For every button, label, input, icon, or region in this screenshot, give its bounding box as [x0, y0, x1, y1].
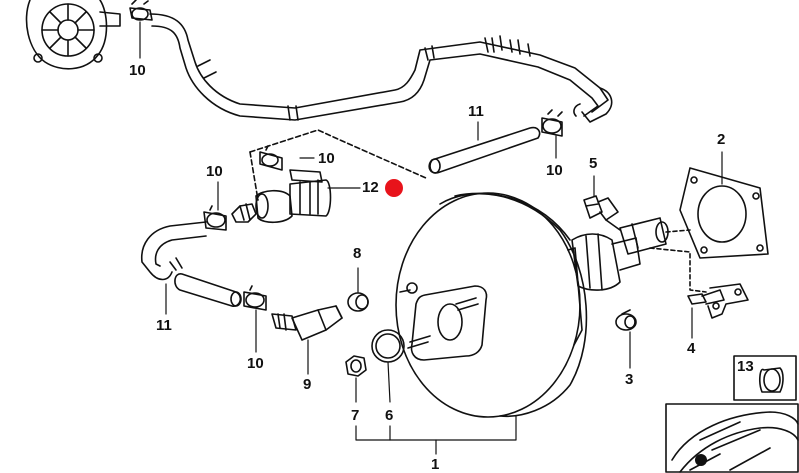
vehicle-location-inset [665, 403, 799, 473]
nut-drawing [345, 355, 367, 377]
vacuum-pump-drawing [25, 0, 121, 70]
callout-10-lower[interactable]: 10 [247, 355, 264, 372]
clip-drawing [583, 195, 603, 219]
bolt-drawing [687, 283, 749, 319]
check-valve-drawing [231, 169, 332, 224]
callout-11-left[interactable]: 11 [156, 317, 172, 334]
callout-12[interactable]: 12 [362, 179, 379, 196]
hose-clamp-drawing-2 [541, 109, 563, 137]
brake-booster-drawing [395, 192, 588, 418]
hose-clamp-drawing-3 [259, 145, 283, 171]
highlight-dot [385, 179, 403, 197]
elbow-connector-drawing [271, 305, 343, 341]
callout-9[interactable]: 9 [303, 376, 312, 393]
callout-11-top[interactable]: 11 [468, 103, 484, 120]
hose-clamp-drawing-4 [203, 205, 227, 231]
gasket-drawing [679, 167, 769, 259]
callout-6[interactable]: 6 [385, 407, 394, 424]
hose-clamp-drawing-5 [243, 285, 267, 311]
grommet-drawing-2 [615, 309, 637, 331]
short-hose-drawing [428, 126, 541, 174]
callout-4[interactable]: 4 [687, 340, 696, 357]
callout-1[interactable]: 1 [431, 456, 440, 473]
hose-clamp-drawing [129, 0, 153, 21]
callout-10-top-left[interactable]: 10 [129, 62, 146, 79]
callout-13[interactable]: 13 [737, 358, 754, 375]
part-13-inset [733, 355, 797, 401]
location-dot [695, 454, 707, 466]
curved-hose-drawing [141, 221, 242, 307]
callout-10-middle[interactable]: 10 [318, 150, 335, 167]
pushrod-assembly-drawing [571, 197, 669, 291]
callout-7[interactable]: 7 [351, 407, 360, 424]
leader-lines [139, 21, 723, 455]
callout-10-right[interactable]: 10 [546, 162, 563, 179]
upper-vacuum-hose-drawing [149, 13, 613, 123]
grommet-drawing [347, 292, 369, 312]
callout-8[interactable]: 8 [353, 245, 362, 262]
callout-10-left[interactable]: 10 [206, 163, 223, 180]
callout-5[interactable]: 5 [589, 155, 598, 172]
callout-3[interactable]: 3 [625, 371, 634, 388]
callout-2[interactable]: 2 [717, 131, 726, 148]
